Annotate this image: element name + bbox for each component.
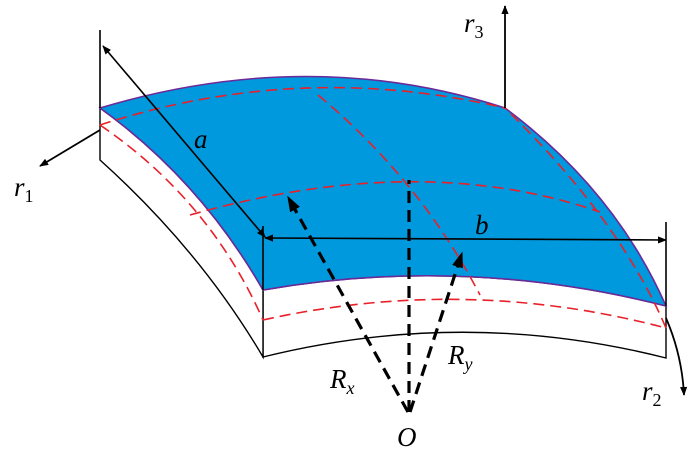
dimension-b: [262, 222, 667, 306]
mid-plane-right-edge: [504, 107, 667, 329]
dimension-a: [99, 30, 266, 238]
label-r2: r2: [642, 376, 662, 410]
radius-ry: [408, 251, 464, 413]
label-origin: O: [397, 422, 417, 452]
label-ry: Ry: [448, 340, 473, 374]
mid-plane-front-edge: [262, 298, 667, 329]
label-r3: r3: [464, 8, 484, 42]
axis-r1: [39, 129, 101, 167]
label-a: a: [194, 124, 208, 154]
surface-line-front-back: [317, 94, 481, 296]
label-b: b: [475, 210, 489, 240]
radius-rx: [286, 195, 410, 413]
radii: [286, 180, 464, 413]
axis-r2: [665, 317, 688, 396]
surface-line-across: [189, 180, 601, 216]
label-r1: r1: [14, 172, 34, 206]
label-rx: Rx: [330, 364, 355, 398]
